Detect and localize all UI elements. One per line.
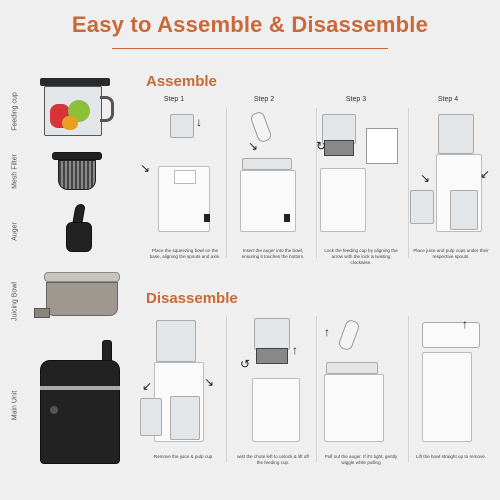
arrow-diagonal-icon: ↙ bbox=[142, 379, 153, 393]
assemble-step-1-illustration: ↓ ↘ bbox=[140, 110, 222, 236]
rotate-arrow-icon: ↻ bbox=[316, 139, 327, 153]
assemble-step-2-illustration: ↘ bbox=[234, 110, 310, 236]
arrow-down-icon: ↘ bbox=[248, 139, 259, 153]
arrow-up-icon: ↑ bbox=[324, 325, 330, 339]
part-auger-image bbox=[64, 204, 94, 254]
part-juicing-bowl-image bbox=[34, 272, 124, 324]
assemble-step-4-illustration: ↘ ↙ bbox=[410, 110, 498, 236]
title-underline bbox=[112, 48, 388, 49]
page-title: Easy to Assemble & Disassemble bbox=[71, 12, 429, 37]
disassemble-step-2-caption: wist the chute left to unlock & lift off… bbox=[237, 454, 309, 465]
assemble-step-1-label: Step 1 bbox=[163, 96, 185, 103]
disassemble-step-4-caption: Lift the bowl straight up to remove. bbox=[415, 454, 487, 459]
assemble-step-1-caption: Place the squeezing bowl on the base, al… bbox=[149, 248, 221, 259]
part-label-auger: Auger bbox=[11, 222, 19, 241]
divider bbox=[316, 108, 317, 258]
arrow-diagonal-icon: ↘ bbox=[140, 161, 151, 175]
part-label-mesh-filter: Mesh Filter bbox=[11, 154, 19, 189]
divider bbox=[226, 316, 227, 462]
part-mesh-filter-image bbox=[52, 152, 102, 192]
arrow-diagonal-icon: ↘ bbox=[204, 375, 215, 389]
arrow-up-icon: ↑ bbox=[292, 343, 298, 357]
part-feeding-cup-image bbox=[40, 78, 118, 138]
arrow-diagonal-icon: ↙ bbox=[480, 167, 491, 181]
part-label-feeding-cup: Feeding cup bbox=[11, 92, 19, 131]
disassemble-step-3-illustration: ↑ bbox=[320, 318, 404, 448]
disassemble-step-2-illustration: ↑ ↺ bbox=[234, 318, 312, 448]
part-label-juicing-bowl: Juicing Bowl bbox=[11, 282, 19, 321]
part-main-unit-image bbox=[36, 340, 126, 470]
assemble-step-3-label: Step 3 bbox=[345, 96, 367, 103]
assemble-step-2-caption: Insert the auger into the bowl, ensuring… bbox=[241, 248, 305, 259]
arrow-diagonal-icon: ↘ bbox=[420, 171, 431, 185]
disassemble-step-3-caption: Pull out the auger. If it's tight, gentl… bbox=[324, 454, 398, 465]
assemble-step-2-label: Step 2 bbox=[253, 96, 275, 103]
parts-column: Feeding cup Mesh Filter Auger Juicing Bo… bbox=[0, 60, 140, 500]
arrow-up-icon: ↑ bbox=[462, 317, 468, 331]
assemble-step-4-label: Step 4 bbox=[437, 96, 459, 103]
arrow-down-icon: ↓ bbox=[196, 115, 202, 129]
divider bbox=[408, 316, 409, 462]
disassemble-step-4-illustration: ↑ bbox=[410, 318, 498, 448]
disassemble-heading: Disassemble bbox=[146, 290, 238, 307]
assemble-step-4-caption: Place juice and pulp cups under their re… bbox=[413, 248, 489, 259]
assemble-step-3-illustration: ↻ bbox=[316, 110, 404, 236]
assemble-step-3-caption: Lock the feeding cup by aligning the arr… bbox=[324, 248, 398, 265]
disassemble-step-1-illustration: ↙ ↘ bbox=[140, 318, 224, 448]
part-label-main-unit: Main Unit bbox=[11, 390, 19, 421]
divider bbox=[316, 316, 317, 462]
rotate-arrow-icon: ↺ bbox=[240, 357, 251, 371]
divider bbox=[408, 108, 409, 258]
assemble-heading: Assemble bbox=[146, 73, 217, 90]
disassemble-step-1-caption: Remove the juice & pulp cup bbox=[153, 454, 213, 459]
divider bbox=[226, 108, 227, 258]
